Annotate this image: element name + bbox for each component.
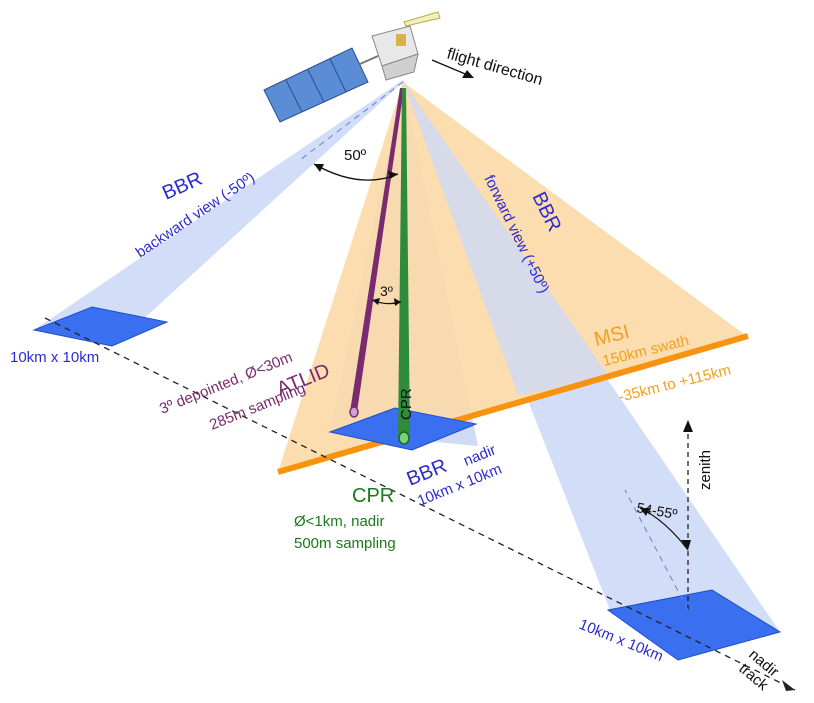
solar-panel-divider [285, 79, 303, 113]
angle-54-label: 54-55º [635, 499, 678, 522]
cpr-beam [398, 88, 410, 438]
bbr-backward-title: BBR [159, 168, 206, 205]
zenith-arrowhead [683, 420, 693, 432]
forward-footprint [606, 589, 782, 661]
angle-50-arrow-right [388, 171, 398, 179]
antenna [403, 11, 441, 27]
nadir-track-arrowhead [782, 680, 795, 691]
angle-50-label: 50º [344, 147, 367, 164]
solar-panel-divider [307, 69, 325, 103]
satellite-icon [263, 11, 441, 123]
panel-boom [359, 55, 379, 65]
zenith-label: zenith [697, 450, 714, 490]
cpr-spot [398, 431, 410, 445]
cpr-line2: 500m sampling [294, 535, 396, 552]
backward-footprint [32, 306, 169, 347]
cpr-beam-label: CPR [398, 388, 415, 420]
angle-54-arrow-right [681, 540, 691, 550]
instrument-box [396, 34, 406, 46]
flight-direction-arrow [431, 59, 471, 77]
angle-3-arrow-left [372, 298, 380, 305]
cpr-title: CPR [352, 485, 394, 507]
atlid-beam [350, 88, 404, 412]
angle-3-arrow-right [394, 298, 401, 306]
msi-swath-line [277, 333, 749, 475]
angle-3-label: 3º [380, 283, 393, 299]
atlid-spot [349, 406, 359, 418]
bbr-forward-overlap [403, 82, 610, 395]
forward-center-line [624, 489, 689, 611]
backward-footprint-label: 10km x 10km [10, 349, 99, 366]
angle-50-arrow-left [314, 164, 324, 172]
nadir-track-line [44, 317, 796, 691]
satellite-body-lower [381, 53, 419, 81]
cpr-line1: Ø<1km, nadir [294, 513, 384, 530]
flight-direction-arrowhead [462, 70, 474, 78]
flight-direction-label: flight direction [445, 46, 545, 90]
angle-54-arrow-left [640, 508, 650, 516]
solar-panel-divider [329, 58, 347, 93]
bbr-backward-beam [34, 80, 403, 345]
